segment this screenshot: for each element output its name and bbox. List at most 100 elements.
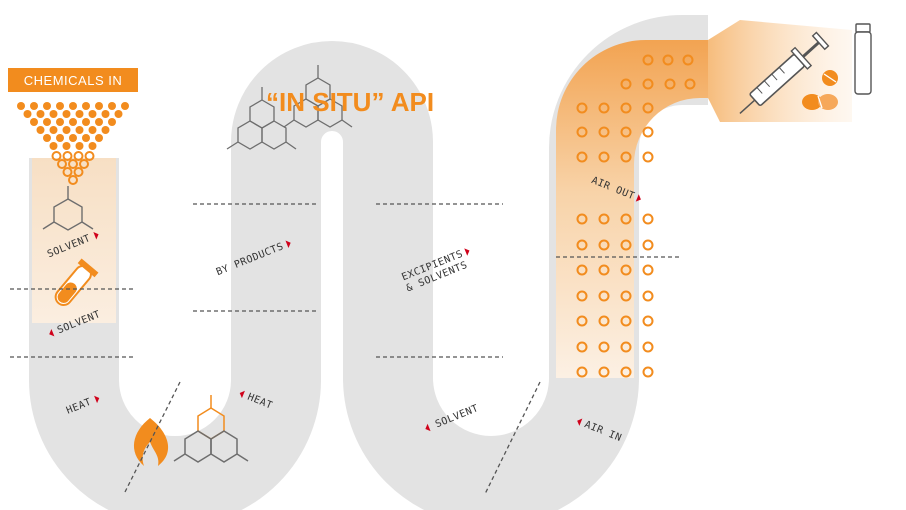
particle-dot (49, 142, 58, 150)
particle-dot (620, 126, 632, 138)
particle-dot (598, 290, 610, 302)
particle-dot (68, 159, 78, 169)
particle-dot (576, 102, 588, 114)
chemicals-funnel (17, 102, 129, 185)
particle-dot (69, 134, 77, 142)
particle-dot (95, 118, 103, 126)
particle-dot (598, 102, 610, 114)
particle-dot (56, 118, 64, 126)
particle-dot (79, 159, 89, 169)
particle-dot (69, 102, 77, 110)
left-marker-icon (239, 390, 245, 399)
particle-dot (576, 126, 588, 138)
right-marker-icon (93, 232, 99, 240)
particle-dot (620, 151, 632, 163)
particle-dot (62, 167, 73, 177)
particle-dot (642, 213, 654, 225)
particle-dot (576, 341, 588, 353)
particle-dot (57, 159, 67, 169)
particle-dot (642, 102, 654, 114)
particle-dot (84, 151, 95, 161)
particle-dot (49, 126, 58, 134)
vial-icon (854, 23, 872, 95)
particle-dot (620, 102, 632, 114)
particle-dot (62, 142, 71, 150)
chemicals-in-tag (8, 68, 138, 92)
left-marker-icon (49, 328, 55, 337)
particle-dot (642, 151, 654, 163)
particle-dot (682, 54, 694, 66)
particle-dot (598, 151, 610, 163)
particle-dot (82, 102, 90, 110)
particle-dot (82, 118, 90, 126)
particle-dot (620, 264, 632, 276)
section-dividers (10, 203, 681, 495)
particle-dot (43, 102, 51, 110)
particle-dot (51, 151, 62, 161)
particle-dot (642, 366, 654, 378)
test-tube-icon (54, 258, 99, 306)
syringe-icon (739, 31, 830, 115)
particle-dot (576, 213, 588, 225)
particle-dot (49, 110, 58, 118)
right-marker-icon (464, 248, 470, 256)
particle-dot (95, 134, 103, 142)
hexagon-molecule-icon (226, 65, 353, 150)
left-marker-icon (577, 418, 583, 426)
particle-dot (82, 134, 90, 142)
hexagon-molecule-icon (173, 395, 249, 463)
particle-dot (73, 167, 84, 177)
particle-dot (56, 102, 64, 110)
particle-dot (108, 102, 116, 110)
particle-dot (598, 264, 610, 276)
particle-dot (642, 54, 654, 66)
particle-dot (598, 341, 610, 353)
right-marker-icon (94, 395, 100, 404)
particle-dot (101, 126, 110, 134)
particle-dot (576, 151, 588, 163)
particle-dot (88, 142, 97, 150)
particle-dot (36, 110, 45, 118)
particle-dot (576, 264, 588, 276)
particle-dot (642, 290, 654, 302)
pill-icon (802, 70, 838, 110)
particle-dot (43, 134, 51, 142)
right-marker-icon (635, 194, 641, 202)
particle-dot (101, 110, 110, 118)
in-situ-api-title: “IN SITU” API (266, 87, 434, 117)
particle-dot (620, 366, 632, 378)
particle-dot (598, 126, 610, 138)
particle-dot (30, 102, 38, 110)
particle-dot (576, 290, 588, 302)
flame-icon (133, 418, 169, 466)
particle-dot (620, 239, 632, 251)
particle-dot (95, 102, 103, 110)
particle-dot (642, 78, 654, 90)
particle-dot (17, 102, 25, 110)
particle-dot (30, 118, 38, 126)
dryer-particles (576, 54, 696, 378)
particle-dot (598, 315, 610, 327)
particle-dot (88, 126, 97, 134)
particle-dot (598, 239, 610, 251)
particle-dot (642, 315, 654, 327)
hexagon-molecule-icon (42, 186, 94, 231)
particle-dot (73, 151, 84, 161)
particle-dot (121, 102, 129, 110)
dryer-section (556, 40, 708, 378)
particle-dot (62, 151, 73, 161)
chemicals-in-label: CHEMICALS IN (24, 73, 122, 88)
particle-dot (620, 290, 632, 302)
particle-dot (598, 213, 610, 225)
particle-dot (620, 315, 632, 327)
particle-dot (75, 126, 84, 134)
particle-dot (642, 341, 654, 353)
particle-dot (68, 175, 78, 185)
particle-dot (56, 134, 64, 142)
particle-dot (642, 239, 654, 251)
particle-dot (576, 366, 588, 378)
particle-dot (75, 110, 84, 118)
particle-dot (62, 126, 71, 134)
particle-dot (23, 110, 32, 118)
particle-dot (620, 341, 632, 353)
